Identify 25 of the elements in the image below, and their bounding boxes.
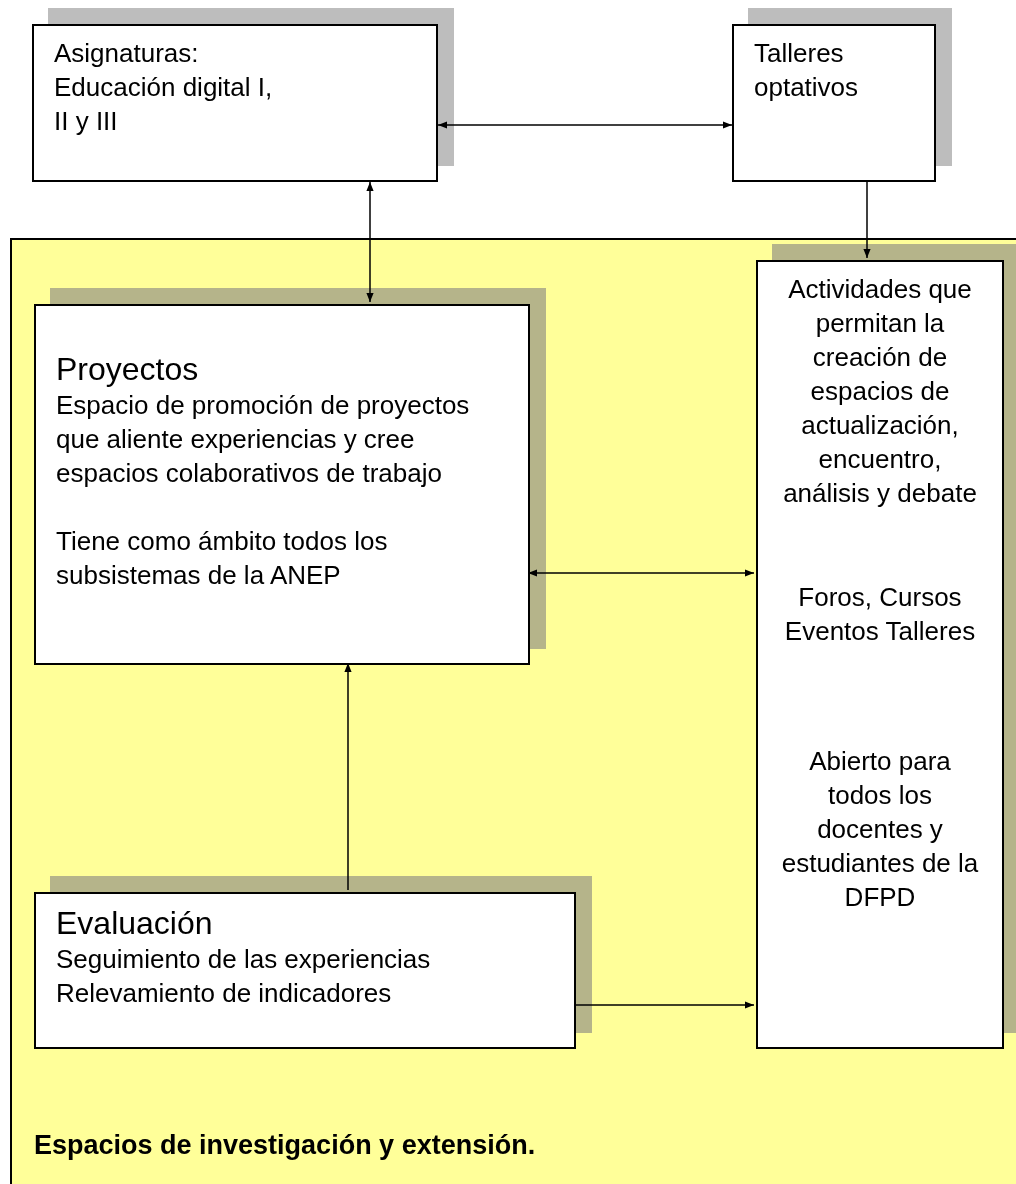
text-box [34, 304, 530, 665]
box-heading: Evaluación [56, 904, 214, 942]
arrow [573, 1001, 755, 1009]
region-panel [10, 238, 1016, 1184]
arrow [366, 181, 374, 303]
text-box [732, 24, 936, 182]
text-box [34, 892, 576, 1049]
arrow [863, 181, 871, 259]
region-title: Espacios de investigación y extensión. [34, 1129, 536, 1162]
arrow [437, 121, 733, 129]
box-text: Relevamiento de indicadores [56, 977, 393, 1010]
box-heading: Asignaturas: [54, 37, 200, 70]
arrow [527, 569, 755, 577]
box-text: Seguimiento de las experiencias [56, 943, 432, 976]
box-text: Tiene como ámbito todos los subsistemas de la ANEP [56, 525, 389, 592]
arrow [344, 662, 352, 891]
box-text: Espacio de promoción de proyectos que aliente experiencias y cree espacios colaborativos de trabajo [56, 389, 471, 490]
text-box [32, 24, 438, 182]
box-text: Actividades que permitan la creación de espacios de actualización, encuentro, análisis y debate [782, 273, 978, 510]
box-text: Abierto para todos los docentes y estudiantes de la DFPD [780, 745, 980, 914]
box-heading: Proyectos [56, 350, 200, 388]
box-text: Foros, Cursos Eventos Talleres [783, 581, 977, 648]
text-box [756, 260, 1004, 1049]
box-text: Talleres optativos [754, 37, 860, 104]
box-text: Educación digital I, II y III [54, 71, 274, 138]
